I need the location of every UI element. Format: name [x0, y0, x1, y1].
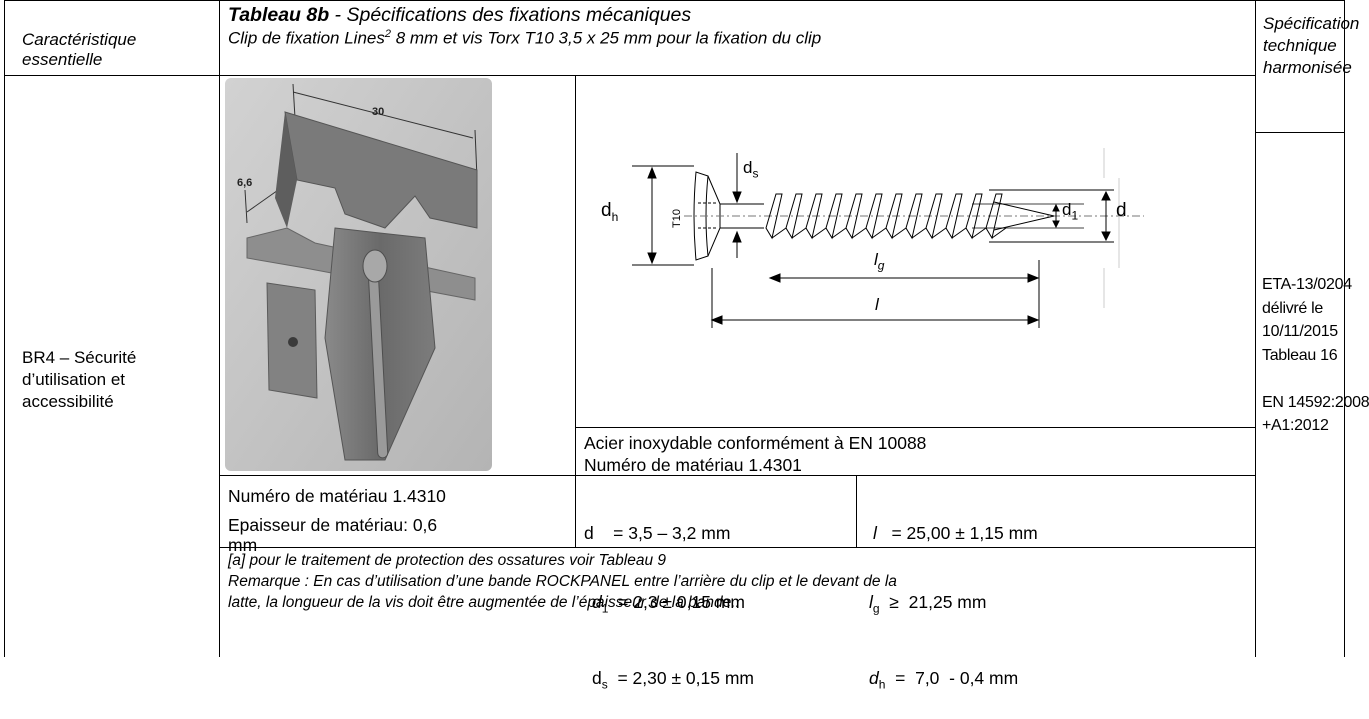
screw-thread	[965, 193, 983, 240]
label-l: l	[875, 295, 879, 314]
note-a: [a] pour le traitement de protection des…	[228, 552, 666, 569]
dim-l: l = 25,00 ± 1,15 mm	[873, 523, 1038, 543]
screw-thread	[905, 193, 923, 240]
screw-thread	[925, 193, 943, 240]
dims-left: d = 3,5 – 3,2 mm d1 = 2,3 ± 0,15 mm ds =…	[584, 476, 754, 719]
header-bottom-line-left	[4, 75, 219, 76]
dims-right: l = 25,00 ± 1,15 mm lg ≥ 21,25 mm dh = 7…	[867, 476, 1038, 719]
dim-dh: dh = 7,0 - 0,4 mm	[869, 667, 1019, 692]
drive-label: T10	[671, 209, 683, 228]
screw-thread-root	[811, 227, 827, 239]
clip-dim-6-6: 6,6	[237, 177, 253, 189]
label-dh: dh	[601, 200, 619, 224]
table-right-border	[1344, 0, 1345, 657]
screw-thread	[825, 193, 843, 240]
screw-thread	[945, 193, 963, 240]
dim-d: d = 3,5 – 3,2 mm	[584, 523, 731, 543]
table-left-border	[4, 0, 5, 657]
screw-thread-root	[791, 227, 807, 239]
screw-thread-root	[951, 227, 967, 239]
screw-thread-root	[931, 227, 947, 239]
screw-thread-root	[971, 227, 987, 239]
note-remark-1: Remarque : En cas d’utilisation d’une ba…	[228, 573, 897, 590]
table-subtitle: Clip de fixation Lines2 8 mm et vis Torx…	[228, 28, 822, 48]
header-bottom-line-right	[1255, 132, 1345, 133]
notes: [a] pour le traitement de protection des…	[228, 550, 897, 613]
screw-thread-root	[771, 227, 787, 239]
dim-ds: ds = 2,30 ± 0,15 mm	[592, 667, 755, 692]
col-divider-dims	[856, 475, 857, 547]
dim-d1: d1 = 2,3 ± 0,15 mm	[592, 592, 745, 616]
dims-row-top-line	[219, 475, 1255, 476]
screw-thread-root	[891, 227, 907, 239]
screw-thread-root	[851, 227, 867, 239]
label-ds: ds	[743, 158, 759, 181]
material-box-top-line	[575, 427, 1255, 428]
dim-lg: lg ≥ 21,25 mm	[869, 592, 987, 616]
screw-thread-root	[991, 227, 1007, 239]
label-d: d	[1116, 200, 1127, 221]
col-divider-2	[1255, 0, 1256, 657]
table-top-border	[4, 0, 1345, 1]
note-remark-2: latte, la longueur de la vis doit être a…	[228, 594, 740, 611]
screw-thread-root	[871, 227, 887, 239]
screw-thread	[985, 193, 1003, 240]
clip-dim-30: 30	[372, 106, 385, 118]
screw-thread-root	[911, 227, 927, 239]
screw-material: Acier inoxydable conformément à EN 10088…	[584, 433, 927, 475]
label-lg: lg	[874, 250, 885, 273]
clip-material: Numéro de matériau 1.4310 Epaisseur de m…	[228, 486, 446, 555]
screw-thread	[885, 193, 903, 240]
col-divider-1	[219, 0, 220, 657]
label-d1: d1	[1062, 200, 1079, 223]
screw-thread	[785, 193, 803, 240]
col-divider-image	[575, 75, 576, 547]
screw-thread	[865, 193, 883, 240]
screw-thread-root	[831, 227, 847, 239]
notes-row-top-line	[219, 547, 1255, 548]
screw-thread	[765, 193, 783, 240]
clip-fixation-image	[225, 78, 492, 471]
screw-thread	[805, 193, 823, 240]
table-title: Tableau 8b - Spécifications des fixation…	[228, 4, 692, 26]
screw-thread	[845, 193, 863, 240]
screw-technical-drawing: T10	[632, 148, 1144, 328]
header-bottom-line-mid	[219, 75, 1255, 76]
